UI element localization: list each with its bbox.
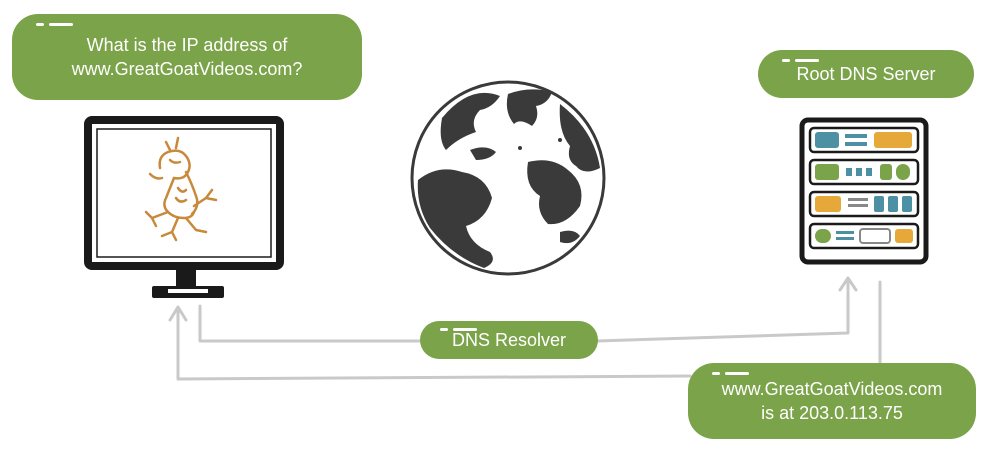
bubble-dash-decoration <box>712 372 749 375</box>
bubble-dash-decoration <box>36 23 73 26</box>
dns-resolver-label: DNS Resolver <box>420 321 598 359</box>
question-bubble: What is the IP address of www.GreatGoatV… <box>12 14 362 100</box>
query-arrowhead <box>838 276 858 292</box>
root-dns-server-text: Root DNS Server <box>796 64 936 84</box>
dns-resolver-text: DNS Resolver <box>451 330 567 350</box>
root-dns-server-label: Root DNS Server <box>758 50 974 98</box>
bubble-dash-decoration <box>440 328 477 331</box>
question-line-1: What is the IP address of <box>86 35 288 55</box>
question-line-2: www.GreatGoatVideos.com? <box>71 59 303 79</box>
answer-arrowhead <box>168 305 188 322</box>
answer-line-2: is at 203.0.113.75 <box>761 403 903 423</box>
answer-arrow <box>176 280 882 381</box>
answer-bubble: www.GreatGoatVideos.com is at 203.0.113.… <box>688 363 976 439</box>
answer-line-1: www.GreatGoatVideos.com <box>721 379 943 399</box>
query-arrow <box>198 278 850 343</box>
bubble-dash-decoration <box>782 59 819 62</box>
goat-icon <box>144 136 218 242</box>
